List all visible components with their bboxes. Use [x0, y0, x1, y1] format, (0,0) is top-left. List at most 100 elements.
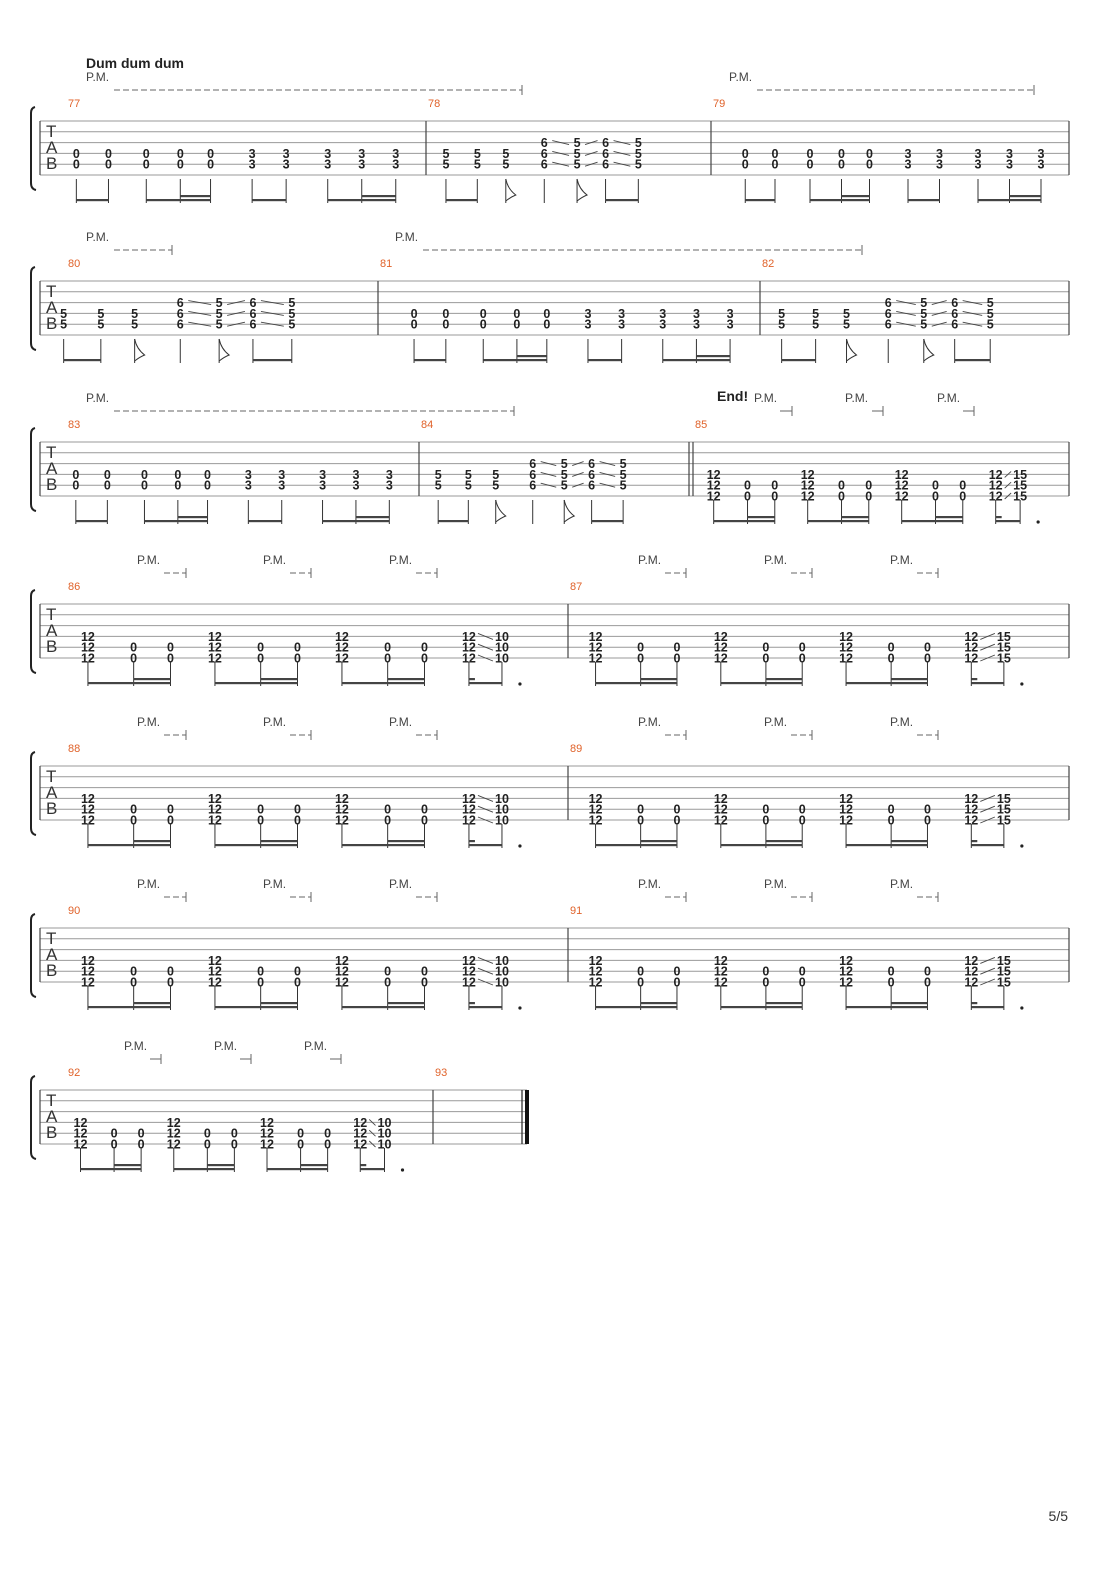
fret-number: 0: [924, 652, 931, 666]
fret-number: 5: [492, 468, 499, 482]
system-bracket: [30, 106, 37, 191]
tab-clef-a: A: [46, 298, 58, 317]
fret-number: 0: [72, 468, 79, 482]
fret-number: 0: [411, 318, 418, 332]
beam: [300, 1164, 328, 1167]
fret-number: 0: [932, 490, 939, 504]
slide-line: [188, 300, 212, 306]
slide-line: [931, 321, 947, 327]
chord-fret-number: 12: [353, 1116, 367, 1130]
tab-clef-b: B: [46, 154, 57, 173]
slide-line: [477, 956, 494, 964]
slide-line: [477, 816, 494, 824]
slide-line: [477, 632, 494, 640]
chord-fret-number: 12: [81, 803, 95, 817]
beam: [387, 840, 425, 843]
fret-number: 0: [799, 814, 806, 828]
chord-fret-number: 5: [561, 457, 568, 471]
palm-mute-label: P.M.: [137, 715, 160, 729]
beam: [114, 1164, 142, 1167]
fret-number: 3: [386, 479, 393, 493]
chord-fret-number: 12: [707, 490, 721, 504]
fret-number: 0: [888, 641, 895, 655]
fret-number: 0: [637, 652, 644, 666]
chord-fret-number: 12: [167, 1116, 181, 1130]
beam: [146, 199, 211, 202]
beam: [63, 359, 101, 362]
beam-partial: [971, 1002, 978, 1005]
chord-fret-number: 12: [208, 792, 222, 806]
slide-line: [962, 310, 983, 316]
chord-fret-number: 12: [714, 976, 728, 990]
slide-line: [962, 321, 983, 327]
chord-fret-number: 6: [177, 318, 184, 332]
slide-target-fret: 10: [495, 803, 509, 817]
beam: [207, 1164, 235, 1167]
beam: [180, 195, 211, 198]
tab-clef-a: A: [46, 783, 58, 802]
measure-number: 80: [68, 258, 80, 270]
palm-mute-label: P.M.: [389, 877, 412, 891]
chord-fret-number: 12: [81, 630, 95, 644]
palm-mute-label: P.M.: [764, 553, 787, 567]
chord-fret-number: 12: [208, 954, 222, 968]
chord-fret-number: 12: [335, 976, 349, 990]
chord-fret-number: 12: [895, 490, 909, 504]
slide-target-fret: 10: [378, 1127, 392, 1141]
chord-fret-number: 12: [81, 954, 95, 968]
beam: [846, 1006, 928, 1009]
chord-fret-number: 6: [602, 147, 609, 161]
chord-fret-number: 5: [620, 479, 627, 493]
slide-line: [477, 654, 494, 662]
slide-line: [896, 300, 916, 306]
slide-line: [368, 1119, 376, 1126]
slide-line: [188, 310, 212, 316]
slide-line: [896, 310, 916, 316]
fret-number: 0: [865, 479, 872, 493]
measure-number: 89: [570, 743, 582, 755]
note-flag: [576, 178, 589, 202]
palm-mute-label: P.M.: [638, 715, 661, 729]
beam: [1009, 195, 1041, 198]
beam: [971, 682, 1004, 685]
chord-fret-number: 12: [208, 965, 222, 979]
beam: [133, 840, 171, 843]
chord-fret-number: 12: [964, 965, 978, 979]
fret-number: 0: [324, 1138, 331, 1152]
tab-clef-b: B: [46, 799, 57, 818]
fret-number: 5: [465, 468, 472, 482]
chord-fret-number: 12: [81, 814, 95, 828]
beam: [177, 516, 208, 519]
fret-number: 0: [324, 1127, 331, 1141]
fret-number: 0: [130, 976, 137, 990]
fret-number: 5: [435, 468, 442, 482]
fret-number: 3: [278, 479, 285, 493]
slide-line: [477, 794, 494, 802]
fret-number: 0: [72, 479, 79, 493]
beam: [361, 195, 396, 198]
fret-number: 5: [502, 147, 509, 161]
chord-fret-number: 5: [216, 307, 223, 321]
chord-fret-number: 12: [714, 630, 728, 644]
fret-number: 0: [673, 641, 680, 655]
chord-fret-number: 12: [335, 641, 349, 655]
fret-number: 0: [637, 814, 644, 828]
beam: [662, 359, 731, 362]
fret-number: 0: [888, 976, 895, 990]
fret-number: 3: [392, 158, 399, 172]
fret-number: 0: [73, 147, 80, 161]
fret-number: 3: [358, 147, 365, 161]
slide-line: [980, 816, 996, 824]
chord-fret-number: 12: [462, 630, 476, 644]
beam: [891, 678, 928, 681]
beam-partial: [971, 840, 978, 843]
fret-number: 5: [435, 479, 442, 493]
tab-clef-a: A: [46, 1107, 58, 1126]
beam: [214, 1006, 298, 1009]
fret-number: 3: [1006, 147, 1013, 161]
tab-clef-a: A: [46, 138, 58, 157]
beam: [971, 844, 1004, 847]
chord-fret-number: 5: [574, 136, 581, 150]
beam-partial: [468, 840, 475, 843]
beam: [355, 516, 390, 519]
